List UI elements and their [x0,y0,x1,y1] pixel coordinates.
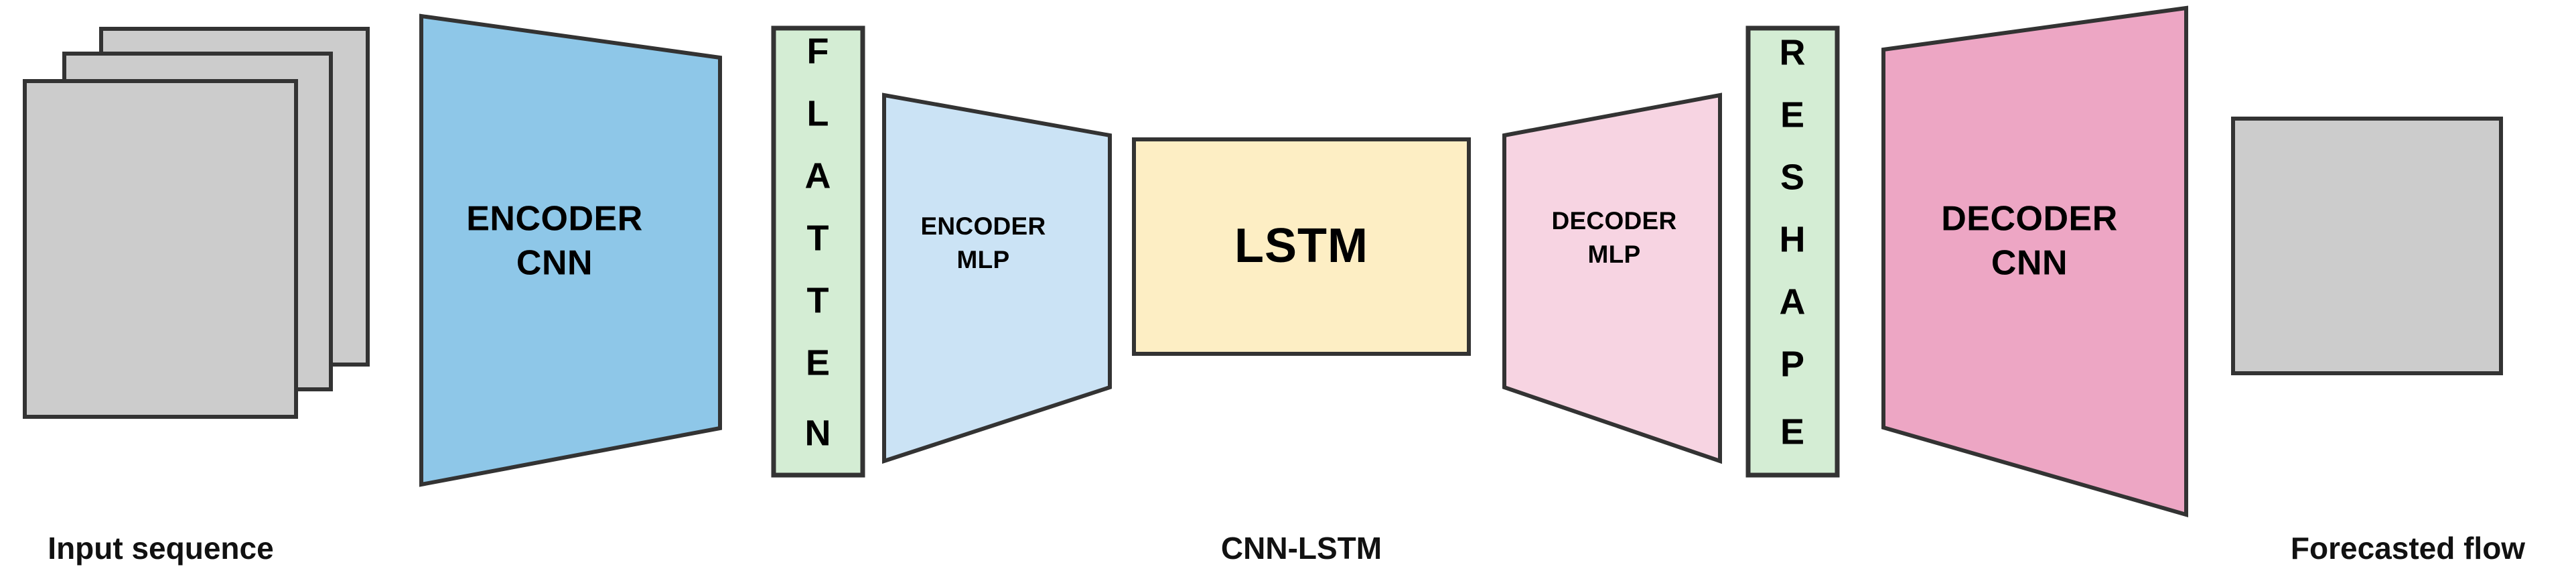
lstm-label: LSTM [1234,219,1368,273]
reshape-letter-6: E [1780,411,1804,452]
caption-input-sequence: Input sequence [48,531,273,566]
lstm-block[interactable]: LSTM [1132,137,1471,356]
encoder-cnn-label-line2: CNN [516,244,593,283]
flatten-letters: F L A T T E N [805,31,831,453]
encoder-mlp-shape[interactable] [882,92,1112,464]
flatten-letter-3: T [807,218,829,258]
flatten-letter-5: E [806,342,830,383]
reshape-shape[interactable] [1745,25,1840,478]
flatten-letter-6: N [805,413,831,453]
caption-cnn-lstm: CNN-LSTM [1221,531,1382,566]
caption-forecasted-flow: Forecasted flow [2291,531,2525,566]
flatten-letter-4: T [807,280,829,320]
decoder-cnn-shape[interactable] [1881,5,2188,517]
lstm-shape[interactable] [1132,137,1471,356]
decoder-cnn-block[interactable]: DECODER CNN [1881,5,2188,517]
decoder-mlp-shape[interactable] [1502,92,1722,464]
decoder-mlp-label-line1: DECODER [1551,207,1676,235]
reshape-block[interactable]: R E S H A P E [1745,25,1840,478]
decoder-cnn-label-line1: DECODER [1941,200,2118,239]
encoder-cnn-shape[interactable] [419,13,722,487]
encoder-cnn-label-line1: ENCODER [466,200,643,239]
flatten-letter-0: F [807,31,829,71]
input-frame-front [23,79,298,419]
flatten-letter-1: L [807,93,829,133]
reshape-letter-1: E [1780,94,1804,135]
reshape-letter-0: R [1780,32,1806,72]
encoder-mlp-label-line1: ENCODER [920,212,1046,240]
decoder-mlp-block[interactable]: DECODER MLP [1502,92,1722,464]
reshape-letter-3: H [1780,219,1806,259]
reshape-letters: R E S H A P E [1780,32,1806,452]
flatten-letter-2: A [805,155,831,196]
encoder-cnn-block[interactable]: ENCODER CNN [419,13,722,487]
flatten-shape[interactable] [771,25,865,478]
reshape-letter-5: P [1780,344,1804,384]
decoder-cnn-label-line2: CNN [1991,244,2068,283]
encoder-mlp-label-line2: MLP [956,246,1009,273]
decoder-mlp-label-line2: MLP [1587,241,1640,268]
reshape-letter-2: S [1780,157,1804,197]
forecasted-flow-block [2231,117,2503,375]
encoder-mlp-block[interactable]: ENCODER MLP [882,92,1112,464]
forecasted-flow-shape [2231,117,2503,375]
input-sequence-stack [23,27,370,419]
flatten-block[interactable]: F L A T T E N [771,25,865,478]
reshape-letter-4: A [1780,281,1806,322]
